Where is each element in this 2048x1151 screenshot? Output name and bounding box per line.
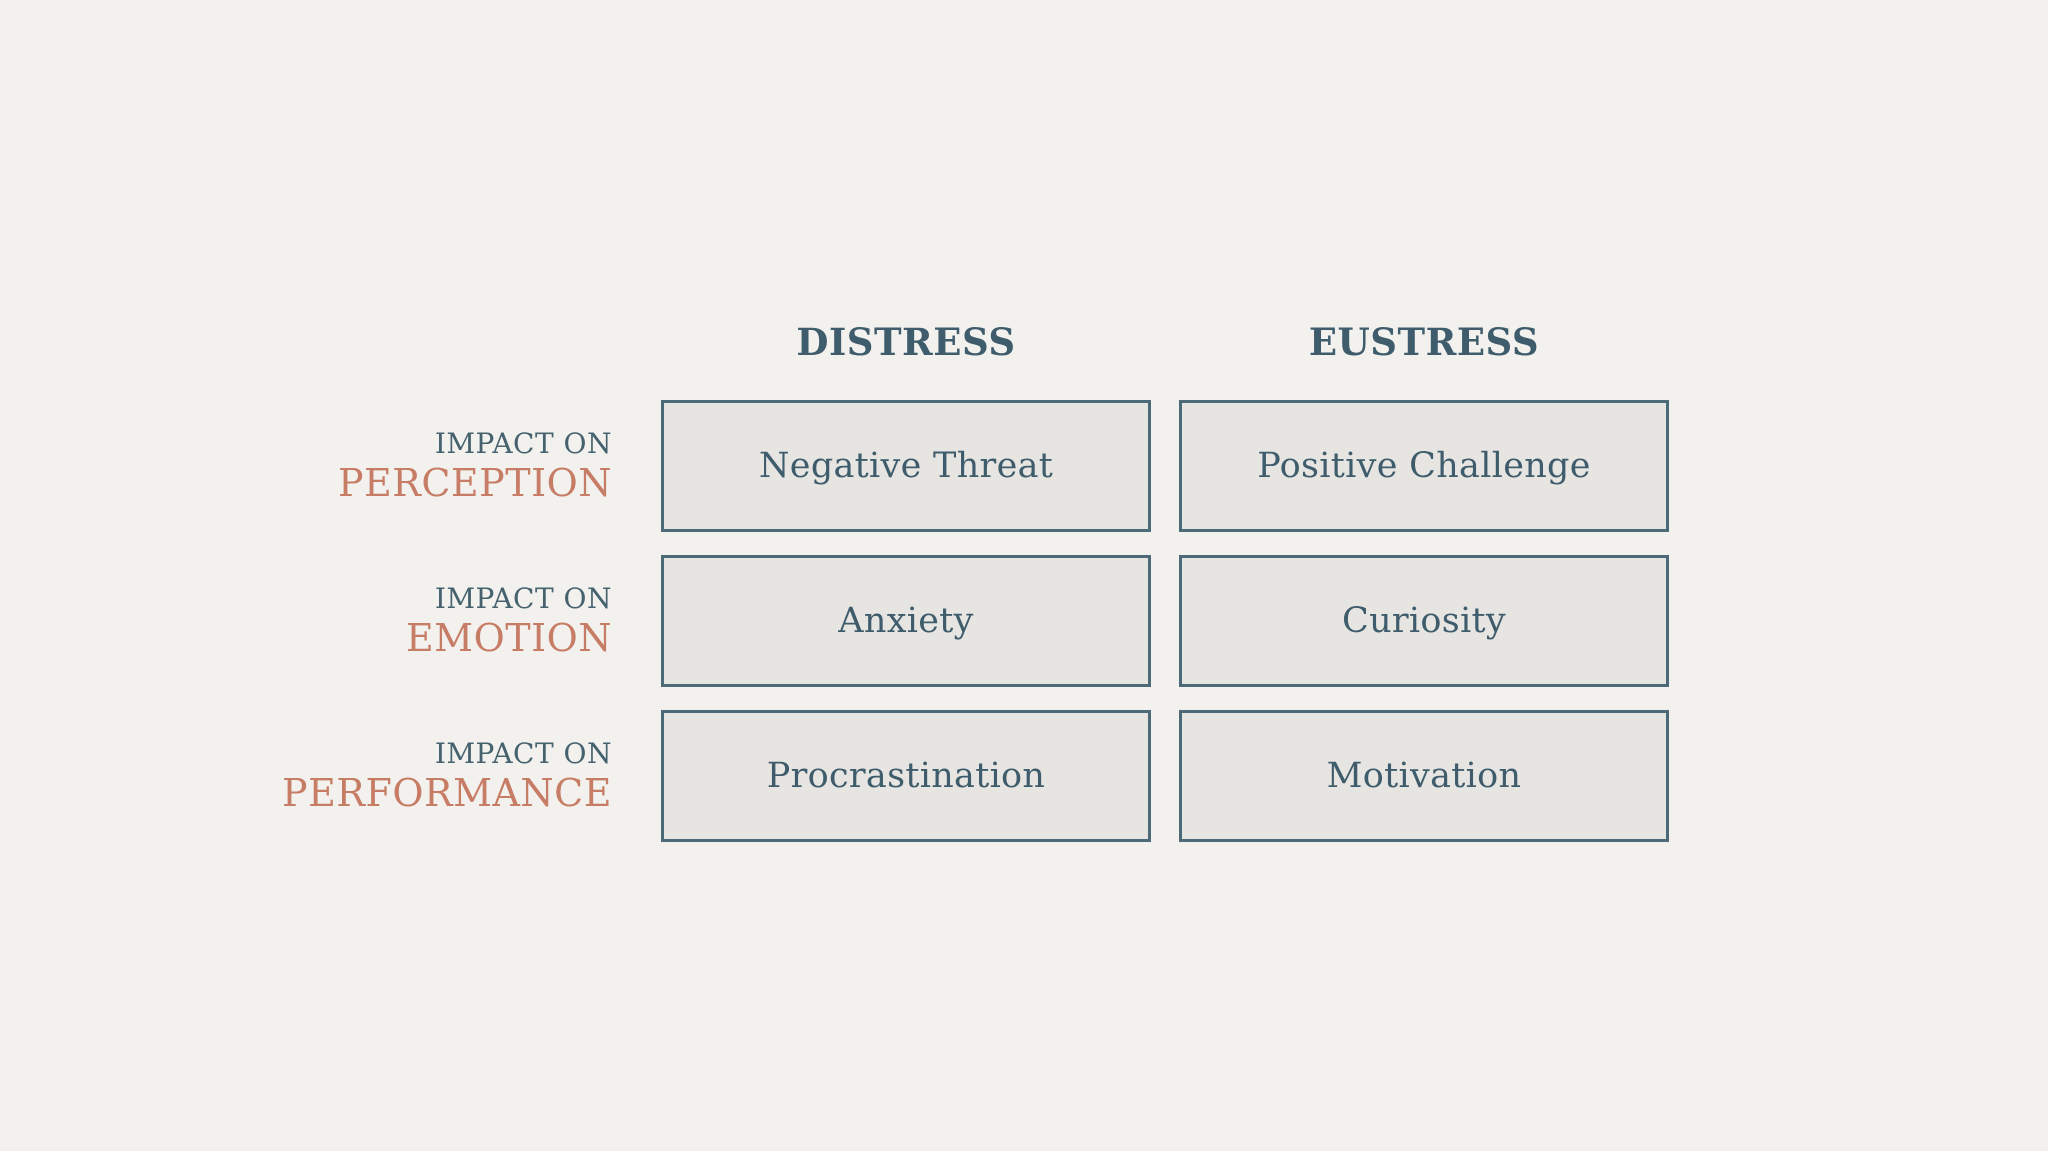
row-label-accent-emotion: EMOTION — [405, 615, 612, 660]
cell-eustress-performance: Motivation — [1179, 710, 1669, 842]
cell-text-curiosity: Curiosity — [1341, 601, 1506, 641]
cell-text-negative-threat: Negative Threat — [758, 446, 1054, 486]
cell-distress-perception: Negative Threat — [661, 400, 1151, 532]
cell-distress-performance: Procrastination — [661, 710, 1151, 842]
cell-eustress-perception: Positive Challenge — [1179, 400, 1669, 532]
column-header-eustress: EUSTRESS — [1308, 320, 1540, 364]
cell-distress-emotion: Anxiety — [661, 555, 1151, 687]
cell-text-anxiety: Anxiety — [838, 601, 974, 641]
cell-text-positive-challenge: Positive Challenge — [1257, 446, 1591, 486]
column-header-distress: DISTRESS — [796, 320, 1016, 364]
cell-text-motivation: Motivation — [1326, 756, 1522, 796]
row-label-prefix: IMPACT ON — [434, 581, 612, 615]
cell-text-procrastination: Procrastination — [766, 756, 1046, 796]
row-label-accent-performance: PERFORMANCE — [282, 770, 612, 815]
cell-eustress-emotion: Curiosity — [1179, 555, 1669, 687]
row-label-emotion: IMPACT ON EMOTION — [160, 555, 612, 687]
row-label-prefix: IMPACT ON — [434, 736, 612, 770]
row-label-perception: IMPACT ON PERCEPTION — [160, 400, 612, 532]
row-label-accent-perception: PERCEPTION — [337, 460, 612, 505]
row-label-prefix: IMPACT ON — [434, 426, 612, 460]
row-label-performance: IMPACT ON PERFORMANCE — [160, 710, 612, 842]
